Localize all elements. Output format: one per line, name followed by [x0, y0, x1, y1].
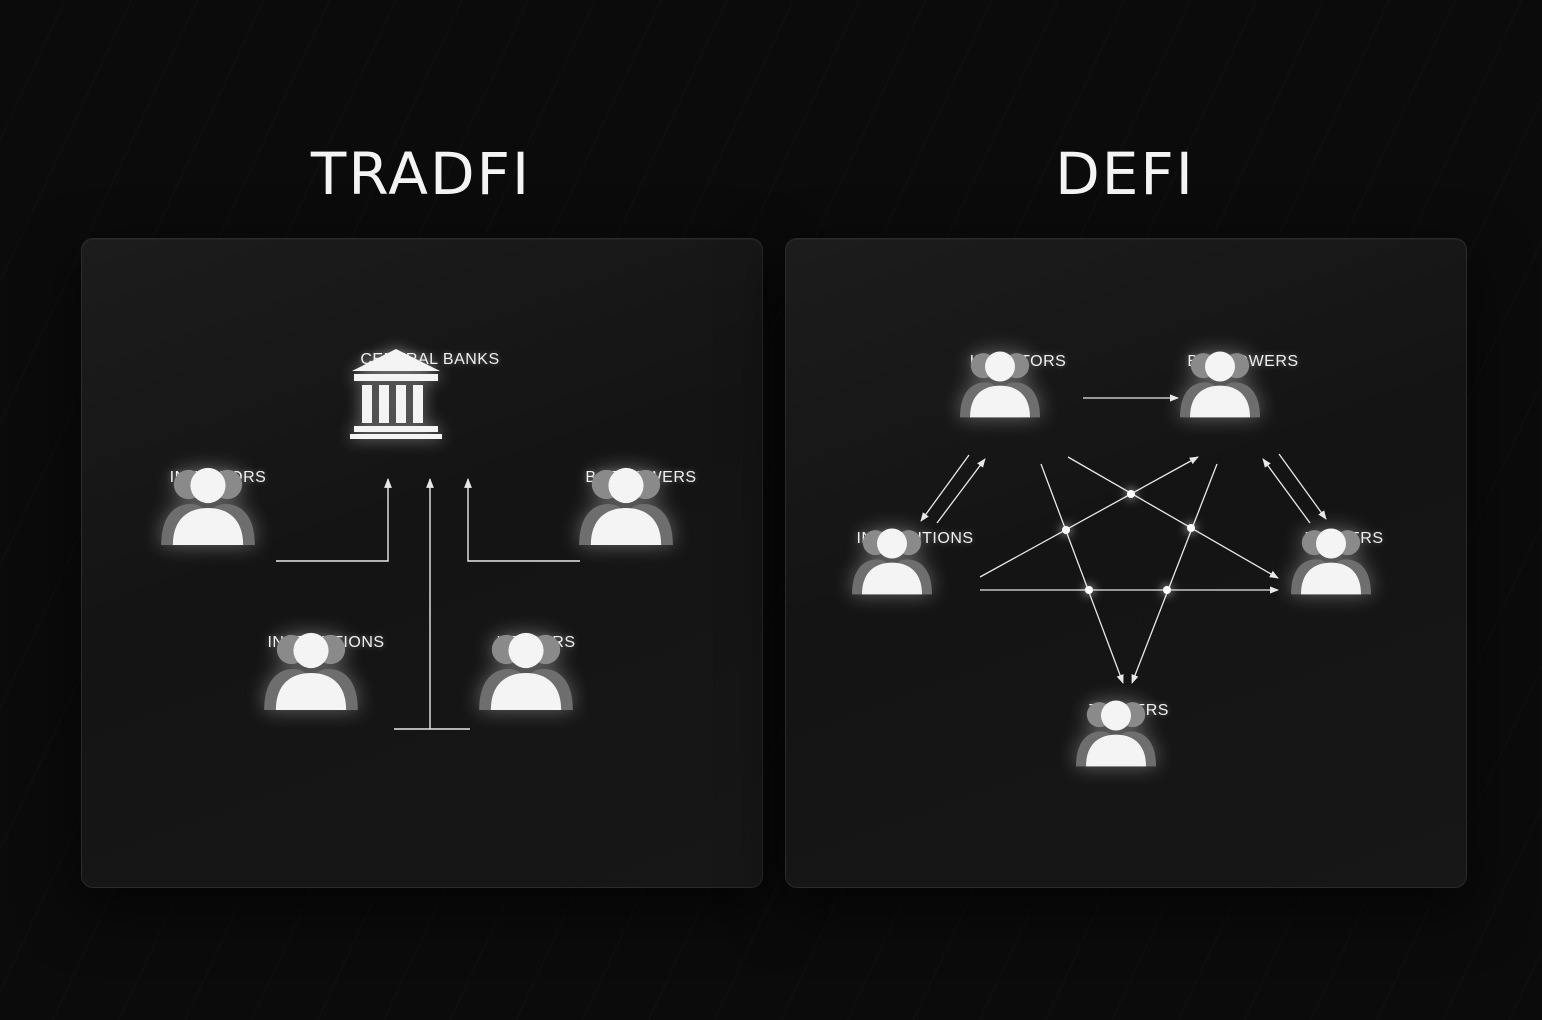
lenders-node: LENDERS: [476, 630, 596, 652]
users-icon: [158, 465, 258, 547]
bank-icon: [350, 349, 442, 439]
defi-institutions-node: INSTITUTIONS: [850, 526, 980, 548]
institutions-node: INSTITUTIONS: [261, 630, 391, 652]
defi-title: DEFI: [1055, 140, 1195, 208]
defi-connections: [920, 394, 1327, 684]
users-icon: [261, 630, 361, 712]
borrowers-to-lenders-arrow: [1278, 453, 1327, 520]
users-icon: [476, 630, 576, 712]
institutions-to-borrowers-line: [979, 456, 1199, 578]
network-junction-dot: [1163, 586, 1171, 594]
tradfi-panel: CENTRAL BANKS INVESTORS BORROWERS INSTIT…: [81, 238, 763, 888]
investors-to-lenders-line: [1067, 456, 1279, 579]
investors-to-traders-line: [1040, 463, 1124, 684]
institutions-to-investors-arrow: [936, 458, 986, 524]
network-junction-dot: [1187, 524, 1195, 532]
defi-lenders-node: LENDERS: [1289, 526, 1399, 548]
borrowers-to-traders-line: [1131, 463, 1218, 684]
defi-borrowers-node: BORROWERS: [1178, 349, 1308, 371]
investors-node: INVESTORS: [158, 465, 278, 487]
lenders-to-borrowers-arrow: [1262, 458, 1311, 524]
borrowers-node: BORROWERS: [576, 465, 706, 487]
tradfi-title: TRADFI: [310, 140, 532, 208]
defi-traders-node: TRADERS: [1074, 698, 1184, 720]
network-junction-dot: [1062, 526, 1070, 534]
users-icon: [1074, 698, 1158, 768]
central-banks-node: CENTRAL BANKS: [350, 347, 510, 439]
investors-to-institutions-arrow: [920, 454, 970, 522]
users-icon: [958, 349, 1042, 419]
users-icon: [1178, 349, 1262, 419]
investors-to-central-banks-line: [276, 478, 392, 562]
users-icon: [1289, 526, 1373, 596]
defi-panel: INVESTORS BORROWERS INSTITUTIONS LENDERS…: [785, 238, 1467, 888]
network-junction-dot: [1127, 490, 1135, 498]
network-junction-dot: [1085, 586, 1093, 594]
tradfi-connections: [276, 478, 580, 730]
defi-investors-node: INVESTORS: [958, 349, 1078, 371]
users-icon: [576, 465, 676, 547]
users-icon: [850, 526, 934, 596]
borrowers-to-central-banks-line: [464, 478, 580, 562]
